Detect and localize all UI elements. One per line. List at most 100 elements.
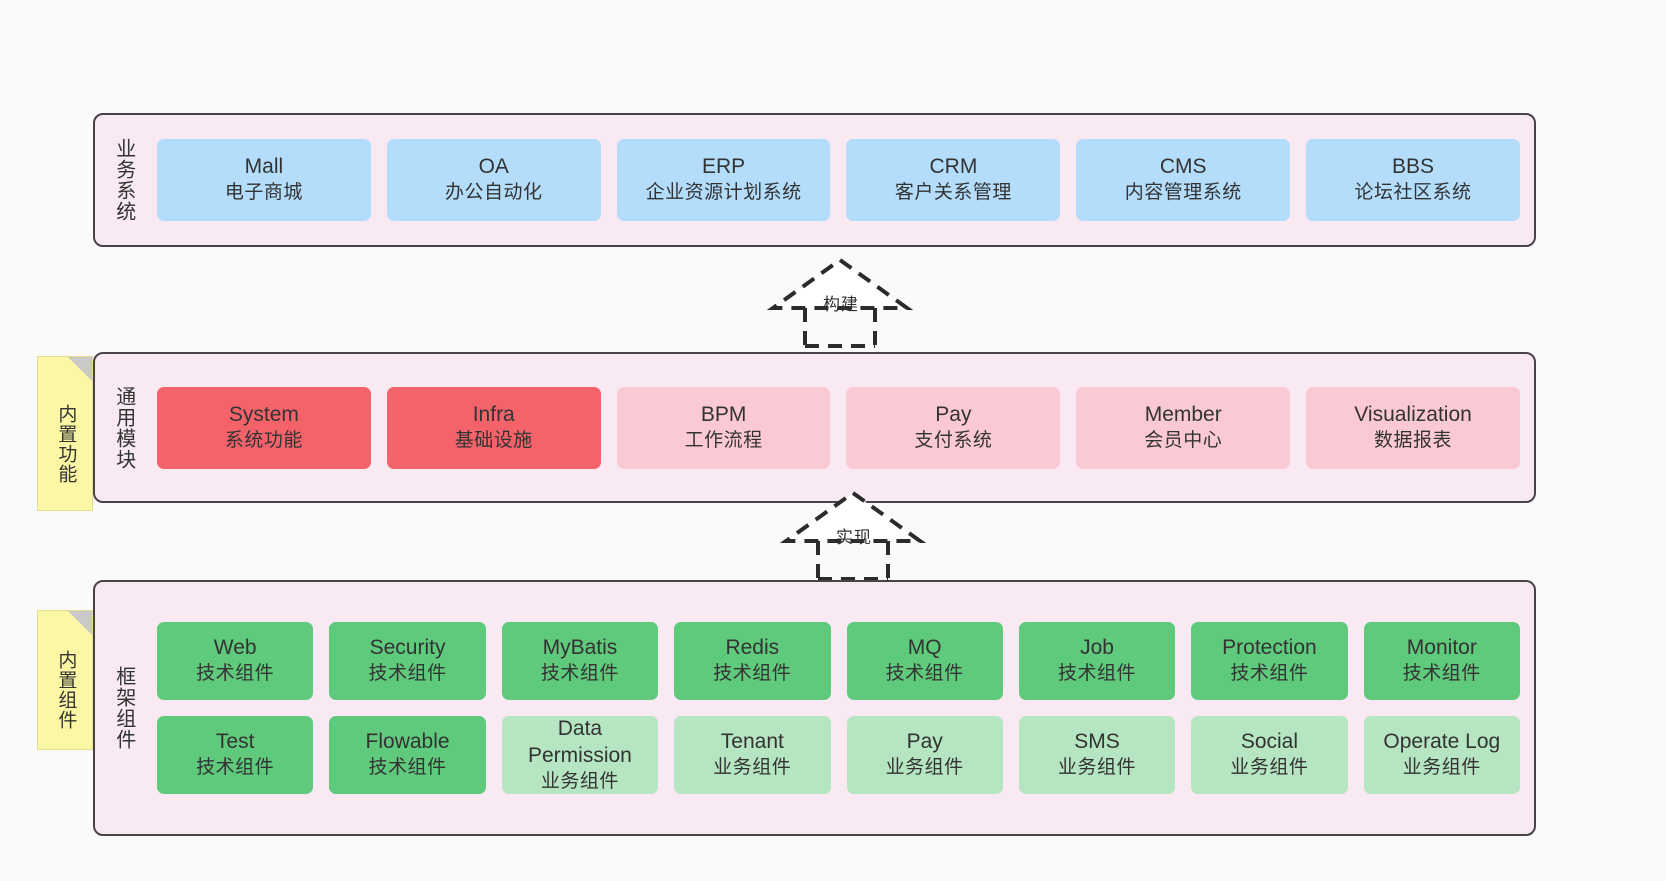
- note-builtin-features-label: 内置功能: [55, 403, 77, 484]
- node-job[interactable]: Job 技术组件: [1018, 622, 1176, 700]
- node-cms[interactable]: CMS 内容管理系统: [1076, 139, 1291, 221]
- node-oa-cn: 办公自动化: [444, 182, 543, 204]
- node-mybatis-en: MyBatis: [542, 636, 618, 660]
- note-fold-icon: [68, 357, 92, 381]
- node-operate-log-en: Operate Log: [1383, 730, 1501, 754]
- connector-build: 构建: [755, 257, 925, 348]
- layer-body-framework: Web 技术组件 Security 技术组件 MyBatis 技术组件 Redi…: [143, 582, 1534, 834]
- node-security-cn: 技术组件: [368, 663, 447, 685]
- note-fold-icon: [68, 611, 92, 635]
- node-system[interactable]: System 系统功能: [157, 386, 371, 469]
- node-test-cn: 技术组件: [196, 757, 275, 779]
- node-bbs-cn: 论坛社区系统: [1354, 182, 1472, 204]
- node-sms-en: SMS: [1074, 730, 1120, 754]
- node-mq[interactable]: MQ 技术组件: [846, 622, 1003, 700]
- connector-implement-label: 实现: [836, 528, 872, 547]
- connector-implement: 实现: [768, 490, 938, 581]
- node-mq-en: MQ: [907, 636, 942, 660]
- node-data-permission-en: Data Permission: [528, 716, 632, 767]
- row-framework-0: Web 技术组件 Security 技术组件 MyBatis 技术组件 Redi…: [157, 622, 1520, 700]
- node-infra[interactable]: Infra 基础设施: [386, 386, 601, 469]
- note-builtin-features[interactable]: 内置功能: [37, 356, 93, 511]
- node-system-en: System: [228, 402, 299, 426]
- node-infra-en: Infra: [472, 402, 515, 426]
- node-oa[interactable]: OA 办公自动化: [386, 139, 601, 221]
- node-sms[interactable]: SMS 业务组件: [1018, 716, 1176, 794]
- layer-framework-components: 框架组件 Web 技术组件 Security 技术组件 MyBatis 技术组件…: [93, 580, 1536, 836]
- node-web-cn: 技术组件: [196, 663, 275, 685]
- node-pay-component[interactable]: Pay 业务组件: [846, 716, 1003, 794]
- node-cms-cn: 内容管理系统: [1124, 182, 1242, 204]
- node-mybatis[interactable]: MyBatis 技术组件: [501, 622, 659, 700]
- node-mq-cn: 技术组件: [885, 663, 964, 685]
- node-monitor[interactable]: Monitor 技术组件: [1363, 622, 1520, 700]
- node-protection[interactable]: Protection 技术组件: [1191, 622, 1348, 700]
- layer-title-business: 业务系统: [112, 138, 135, 222]
- layer-title-framework: 框架组件: [112, 666, 135, 750]
- node-test-en: Test: [215, 730, 255, 754]
- node-operate-log-cn: 业务组件: [1402, 757, 1481, 779]
- note-builtin-components-label: 内置组件: [55, 650, 77, 730]
- row-business-0: Mall 电子商城 OA 办公自动化 ERP 企业资源计划系统 CRM 客户关系…: [157, 139, 1520, 221]
- node-pay-component-cn: 业务组件: [885, 757, 964, 779]
- node-redis-cn: 技术组件: [713, 663, 792, 685]
- node-redis[interactable]: Redis 技术组件: [674, 622, 831, 700]
- node-job-cn: 技术组件: [1058, 663, 1137, 685]
- node-tenant-cn: 业务组件: [713, 757, 792, 779]
- node-visualization-en: Visualization: [1354, 402, 1472, 426]
- node-monitor-cn: 技术组件: [1402, 663, 1481, 685]
- node-erp-en: ERP: [701, 155, 746, 179]
- node-infra-cn: 基础设施: [454, 429, 533, 451]
- node-security[interactable]: Security 技术组件: [329, 622, 486, 700]
- layer-body-business: Mall 电子商城 OA 办公自动化 ERP 企业资源计划系统 CRM 客户关系…: [143, 115, 1534, 245]
- layer-body-modules: System 系统功能 Infra 基础设施 BPM 工作流程 Pay 支付系统…: [143, 354, 1534, 501]
- node-flowable-en: Flowable: [365, 730, 450, 754]
- node-pay-module-cn: 支付系统: [914, 429, 993, 451]
- node-social[interactable]: Social 业务组件: [1191, 716, 1348, 794]
- node-flowable[interactable]: Flowable 技术组件: [329, 716, 486, 794]
- node-monitor-en: Monitor: [1406, 636, 1477, 660]
- node-redis-en: Redis: [725, 636, 780, 660]
- node-pay-component-en: Pay: [906, 730, 943, 754]
- node-mall[interactable]: Mall 电子商城: [157, 139, 371, 221]
- node-sms-cn: 业务组件: [1058, 757, 1137, 779]
- node-member-cn: 会员中心: [1144, 429, 1223, 451]
- node-member-en: Member: [1144, 402, 1222, 426]
- node-web-en: Web: [213, 636, 257, 660]
- node-data-permission-cn: 业务组件: [540, 770, 619, 792]
- node-pay-module[interactable]: Pay 支付系统: [846, 386, 1061, 469]
- node-flowable-cn: 技术组件: [368, 757, 447, 779]
- layer-title-modules: 通用模块: [112, 385, 135, 470]
- node-web[interactable]: Web 技术组件: [157, 622, 314, 700]
- node-test[interactable]: Test 技术组件: [157, 716, 314, 794]
- row-framework-1: Test 技术组件 Flowable 技术组件 Data Permission …: [157, 716, 1520, 794]
- node-bpm[interactable]: BPM 工作流程: [616, 386, 831, 469]
- node-data-permission[interactable]: Data Permission 业务组件: [501, 716, 659, 794]
- node-social-cn: 业务组件: [1230, 757, 1309, 779]
- node-tenant-en: Tenant: [720, 730, 784, 754]
- node-tenant[interactable]: Tenant 业务组件: [674, 716, 831, 794]
- node-visualization-cn: 数据报表: [1374, 429, 1453, 451]
- node-member[interactable]: Member 会员中心: [1076, 386, 1291, 469]
- node-visualization[interactable]: Visualization 数据报表: [1306, 386, 1520, 469]
- node-crm-en: CRM: [929, 155, 978, 179]
- note-builtin-components[interactable]: 内置组件: [37, 610, 93, 750]
- node-erp[interactable]: ERP 企业资源计划系统: [616, 139, 831, 221]
- node-mybatis-cn: 技术组件: [540, 663, 619, 685]
- node-protection-cn: 技术组件: [1230, 663, 1309, 685]
- node-system-cn: 系统功能: [224, 429, 303, 451]
- generalization-triangle-implement: [779, 490, 927, 543]
- generalization-triangle-build: [766, 257, 914, 310]
- node-job-en: Job: [1080, 636, 1114, 660]
- node-crm[interactable]: CRM 客户关系管理: [846, 139, 1061, 221]
- node-bbs[interactable]: BBS 论坛社区系统: [1306, 139, 1520, 221]
- node-pay-module-en: Pay: [935, 402, 972, 426]
- node-protection-en: Protection: [1222, 636, 1317, 660]
- node-bbs-en: BBS: [1392, 155, 1435, 179]
- node-erp-cn: 企业资源计划系统: [645, 182, 802, 204]
- layer-business-systems: 业务系统 Mall 电子商城 OA 办公自动化 ERP 企业资源计划系统 CRM…: [93, 113, 1536, 247]
- node-crm-cn: 客户关系管理: [894, 182, 1012, 204]
- node-operate-log[interactable]: Operate Log 业务组件: [1363, 716, 1520, 794]
- connector-build-label: 构建: [823, 295, 859, 314]
- node-bpm-en: BPM: [700, 402, 747, 426]
